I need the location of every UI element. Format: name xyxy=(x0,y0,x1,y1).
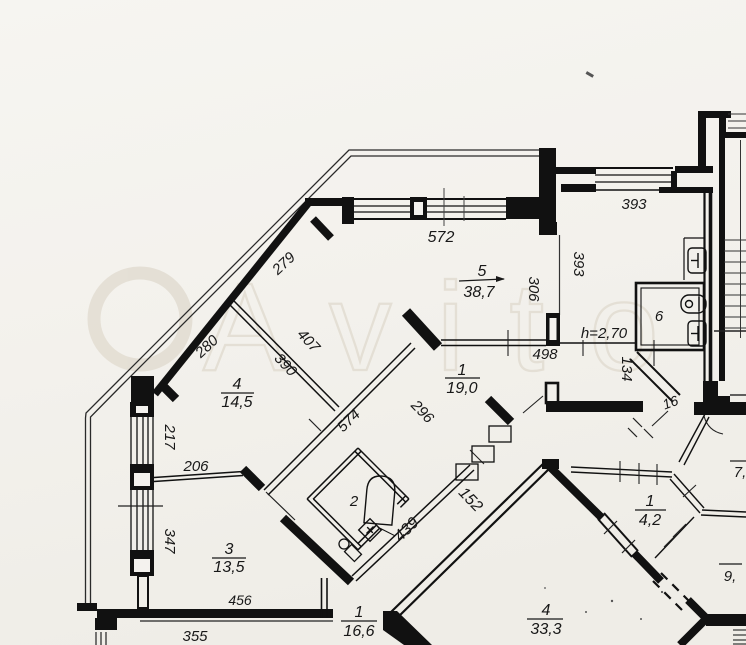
svg-text:1: 1 xyxy=(458,362,467,379)
svg-text:19,0: 19,0 xyxy=(446,380,477,397)
svg-text:217: 217 xyxy=(161,423,178,450)
svg-text:1: 1 xyxy=(646,493,655,510)
svg-text:393: 393 xyxy=(621,196,647,213)
svg-text:134: 134 xyxy=(618,356,635,381)
svg-text:13,5: 13,5 xyxy=(213,559,244,576)
svg-text:572: 572 xyxy=(428,229,455,246)
svg-text:1: 1 xyxy=(355,604,364,621)
svg-text:4,2: 4,2 xyxy=(639,512,661,529)
svg-text:Avito: Avito xyxy=(203,258,704,397)
svg-text:7,: 7, xyxy=(734,464,746,481)
svg-text:355: 355 xyxy=(182,628,208,645)
svg-text:4: 4 xyxy=(542,602,551,619)
svg-text:16,6: 16,6 xyxy=(343,623,374,640)
svg-text:498: 498 xyxy=(532,346,558,363)
svg-text:38,7: 38,7 xyxy=(463,284,495,301)
svg-text:h=2,70: h=2,70 xyxy=(581,325,628,342)
svg-text:6: 6 xyxy=(655,308,664,325)
svg-text:14,5: 14,5 xyxy=(221,394,252,411)
svg-text:2: 2 xyxy=(349,493,359,510)
svg-text:5: 5 xyxy=(478,263,487,280)
svg-text:306: 306 xyxy=(525,276,542,302)
svg-text:393: 393 xyxy=(570,251,587,277)
svg-text:4: 4 xyxy=(233,376,242,393)
svg-text:16: 16 xyxy=(660,392,680,412)
svg-text:3: 3 xyxy=(225,541,234,558)
svg-text:206: 206 xyxy=(182,458,209,475)
svg-text:9,: 9, xyxy=(724,568,737,585)
svg-text:33,3: 33,3 xyxy=(530,621,561,638)
svg-text:456: 456 xyxy=(228,592,252,608)
svg-text:347: 347 xyxy=(161,528,178,554)
